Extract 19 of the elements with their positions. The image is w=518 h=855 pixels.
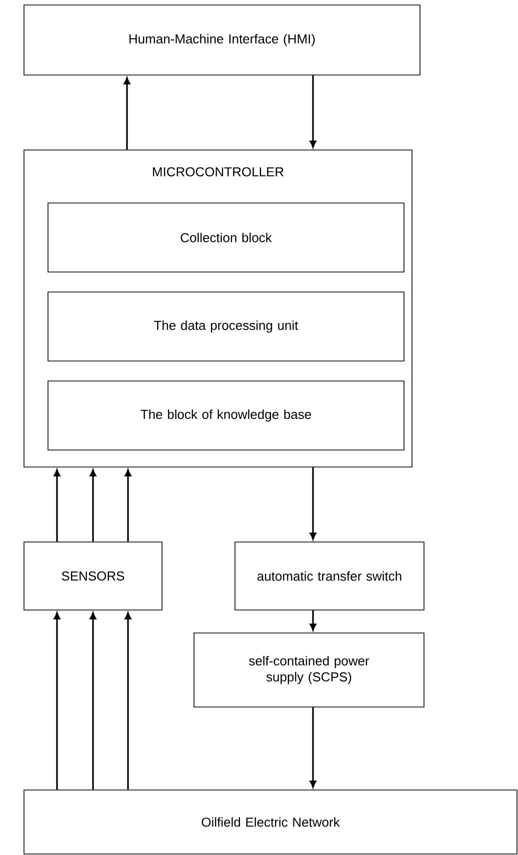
power-supply-box: self-contained power supply (SCPS): [194, 632, 424, 708]
arrow: [124, 612, 132, 790]
sensor-box: SENSORS: [24, 542, 162, 610]
arrow: [310, 75, 316, 148]
block-box: The data processing unit: [48, 292, 404, 362]
interface-box: Human-Machine Interface (HMI): [24, 4, 420, 76]
block-box: Collection block: [48, 202, 404, 272]
network-box: Oilfield Electric Network: [24, 790, 518, 854]
arrow: [310, 610, 316, 631]
arrow: [310, 467, 316, 540]
arrow: [90, 612, 96, 790]
arrow: [54, 469, 60, 542]
switch-box: automatic transfer switch: [234, 542, 424, 610]
arrow: [310, 707, 316, 788]
arrow: [124, 77, 130, 150]
block-box: The block of knowledge base: [48, 380, 404, 450]
arrow: [124, 469, 132, 542]
arrow: [90, 469, 96, 542]
arrow: [54, 612, 60, 790]
